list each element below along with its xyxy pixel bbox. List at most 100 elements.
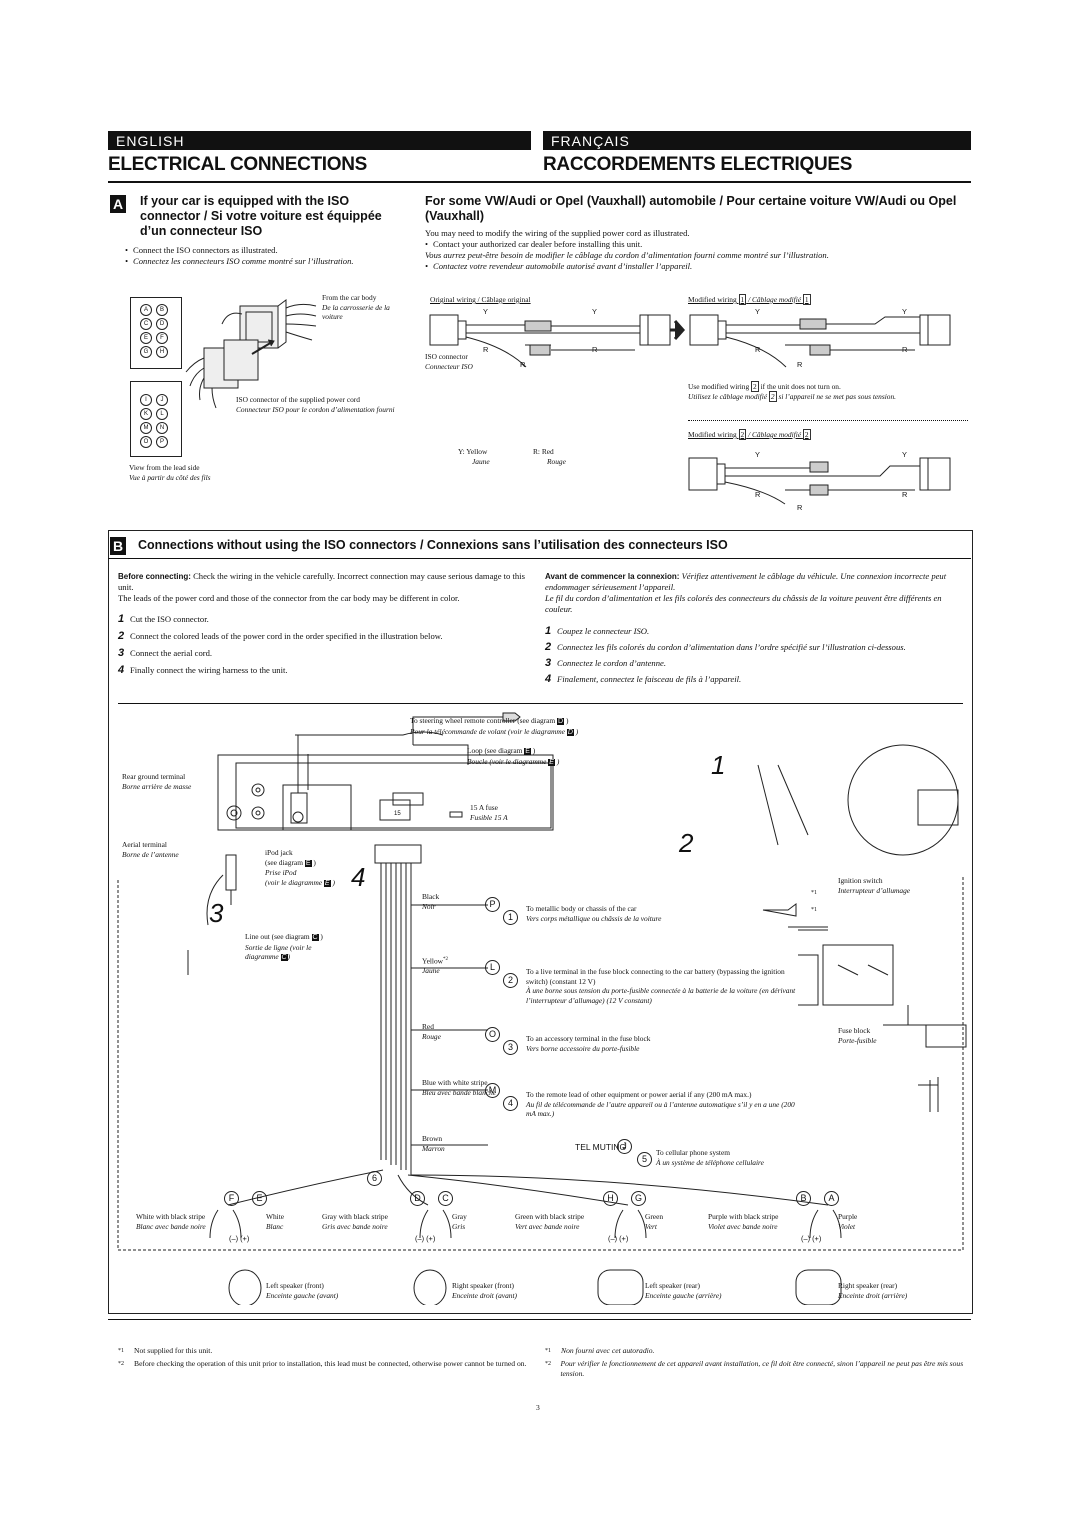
label-rear-ground: Rear ground terminal Borne arrière de ma… [122,772,192,791]
label-fuse-block: Fuse block Porte-fusible [838,1026,877,1045]
wire-pin-letter: O [485,1027,500,1042]
label-iso-supplied: ISO connector of the supplied power cord… [236,395,395,414]
legend-red: R: Red Rouge [533,447,566,466]
speaker-name: Left speaker (rear) [645,1281,700,1290]
wiring-diagram-original-modified [429,314,951,368]
label-aerial: Aerial terminal Borne de l’antenne [122,840,179,859]
section-b-fr-text: Avant de commencer la connexion: Vérifie… [545,571,947,614]
section-b-rule [108,558,971,559]
label-use-modified: Use modified wiring 2 if the unit does n… [688,381,897,402]
wire-color: Brown [422,1134,443,1143]
lang-english: ENGLISH [116,133,185,149]
wire-r-4: R [755,345,761,354]
speaker-polarity: (–) (+) [415,1234,436,1243]
label-ipod: iPod jack (see diagram E ) Prise iPod (v… [265,848,335,887]
speaker-wire-neg: Gray with black stripe [322,1212,388,1221]
main-wiring-diagram [117,712,967,1305]
wire-y-2: Y [592,307,597,316]
section-b-badge: B [110,537,126,555]
wire-step-number: 5 [637,1152,652,1167]
speaker-name: Left speaker (front) [266,1281,324,1290]
wire-color-fr: Bleu avec bande blanche [422,1087,497,1097]
speaker-wire-pos: Gray [452,1212,467,1221]
lang-french: FRANÇAIS [551,133,630,149]
wire-destination-en: To metallic body or chassis of the car [526,904,637,913]
wire-step-number: 2 [503,973,518,988]
speaker-wire-neg-fr: Gris avec bande noire [322,1222,388,1231]
vw-heading: For some VW/Audi or Opel (Vauxhall) auto… [425,194,957,223]
pin-letter: I [140,394,152,406]
pin-letter: P [156,436,168,448]
wire-destination: To the remote lead of other equipment or… [526,1090,796,1119]
pin-letter: F [156,332,168,344]
speaker-pin-neg: F [224,1191,239,1206]
step-marker-1: 1 [711,750,726,780]
wire-y-4: Y [902,307,907,316]
pin-letter: G [140,346,152,358]
pin-letter: K [140,408,152,420]
label-loop: Loop (see diagram E ) Boucle (voir le di… [467,746,560,766]
wire-y-1: Y [483,307,488,316]
pin-letter: C [140,318,152,330]
label-lineout: Line out (see diagram C ) Sortie de lign… [245,932,323,961]
speaker-wire-neg-fr: Blanc avec bande noire [136,1222,206,1231]
section-a-badge: A [110,195,126,213]
step-marker-4: 4 [351,862,366,892]
wire-step-number: 1 [503,910,518,925]
wire-r-2: R [592,345,598,354]
wire-step-number: 4 [503,1096,518,1111]
step-marker-2: 2 [679,828,694,858]
wire-destination-fr: À une borne sous tension du porte-fusibl… [526,986,796,1005]
wire-r-7: R [755,490,761,499]
wire-destination-en: To an accessory terminal in the fuse blo… [526,1034,651,1043]
pin-letter: J [156,394,168,406]
bullet-en: Connect the ISO connectors as illustrate… [125,245,423,256]
wire-destination: To a live terminal in the fuse block con… [526,967,796,1005]
wire-pin-letter: J [617,1139,632,1154]
wire-destination-fr: Vers borne accessoire du porte-fusible [526,1043,640,1053]
lang-bar-english: ENGLISH [108,131,531,150]
label-modified-2: Modified wiring 2 / Câblage modifié 2 [688,429,811,440]
iso-connector-drawing [185,299,317,409]
section-b-en-text: Before connecting: Check the wiring in t… [118,571,525,603]
wire-pin-letter: M [485,1083,500,1098]
section-a-bullets: Connect the ISO connectors as illustrate… [125,245,423,267]
note-star-1a: *1 [811,890,817,896]
pin-letter: L [156,408,168,420]
speaker-wire-pos: White [266,1212,285,1221]
speaker-polarity: (–) (+) [608,1234,629,1243]
label-iso-connector: ISO connector Connecteur ISO [425,352,473,371]
title-fr: RACCORDEMENTS ELECTRIQUES [543,154,853,175]
pin-letter: B [156,304,168,316]
speaker-name-fr: Enceinte droit (arrière) [838,1291,908,1300]
wire-color-fr: Noir [422,901,436,911]
bundle-number: 6 [367,1168,382,1186]
note-star-2: *2 [443,957,449,962]
label-view-from-lead: View from the lead side Vue à partir du … [129,463,211,482]
speaker-pin-pos: E [252,1191,267,1206]
speaker-wire-neg: Green with black stripe [515,1212,585,1221]
speaker-wire-pos: Green [645,1212,664,1221]
speaker-name-fr: Enceinte gauche (avant) [266,1291,339,1300]
speaker-pin-neg: H [603,1191,618,1206]
speaker-pin-pos: G [631,1191,646,1206]
section-b-frame [108,530,973,1314]
step-marker-3: 3 [209,898,224,928]
pin-letter: O [140,436,152,448]
section-b-divider [118,703,963,704]
speaker-name-fr: Enceinte gauche (arrière) [645,1291,722,1300]
label-fuse: 15 A fuse Fusible 15 A [470,803,508,822]
wire-r-1: R [483,345,489,354]
wire-r-8: R [902,490,908,499]
speaker-name: Right speaker (rear) [838,1281,898,1290]
wire-destination-fr: Au fil de télécommande de l’autre appare… [526,1099,795,1119]
